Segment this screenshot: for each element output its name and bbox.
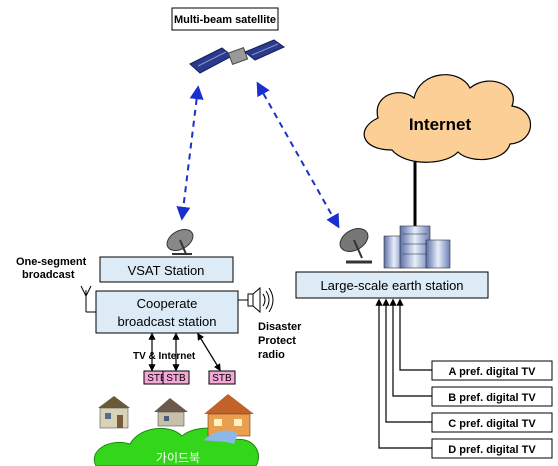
cloud-text: 가이드북 [156, 451, 200, 465]
pref-tv-box-c: C pref. digital TV [431, 412, 553, 433]
stb-box-2: STB [162, 370, 190, 385]
stb-label: STB [212, 373, 232, 384]
speaker-icon [238, 286, 274, 314]
satellite-icon [189, 39, 286, 74]
house-icon-1 [98, 396, 130, 429]
cooperate-label-line2: broadcast station [117, 314, 216, 329]
tv-internet-label: TV & Internet [133, 351, 196, 362]
bird-icon [204, 430, 238, 444]
one-segment-label-line1: One-segment [16, 256, 87, 268]
stb-label: STB [166, 373, 186, 384]
pref-connectors [375, 298, 432, 449]
internet-cloud: Internet [363, 74, 532, 163]
pref-tv-label: A pref. digital TV [449, 366, 537, 378]
arrow-stb-3 [197, 332, 221, 372]
stb-box-3: STB [208, 370, 236, 385]
satellite-label-box: Multi-beam satellite [171, 7, 279, 31]
pref-tv-box-b: B pref. digital TV [431, 386, 553, 407]
one-segment-antenna-icon [80, 285, 96, 313]
vsat-station-box: VSAT Station [99, 256, 234, 283]
earth-station-label: Large-scale earth station [320, 278, 463, 293]
earth-station-box: Large-scale earth station [295, 271, 489, 299]
internet-label: Internet [409, 115, 472, 134]
disaster-label-line2: Protect [258, 335, 296, 347]
satellite-vsat-link [176, 85, 204, 221]
pref-tv-box-d: D pref. digital TV [431, 438, 553, 459]
earth-station-building-icon [383, 225, 451, 269]
pref-tv-box-a: A pref. digital TV [431, 360, 553, 381]
house-icon-2 [154, 398, 188, 427]
one-segment-label-line2: broadcast [22, 269, 75, 281]
vsat-dish-icon [160, 222, 198, 256]
pref-tv-label: C pref. digital TV [448, 418, 536, 430]
disaster-label-line3: radio [258, 349, 285, 361]
satellite-earth-link [256, 81, 340, 229]
stb-label: STB [147, 373, 167, 384]
disaster-label-line1: Disaster [258, 321, 302, 333]
pref-tv-label: B pref. digital TV [448, 392, 536, 404]
house-icon-3 [204, 394, 254, 437]
vsat-label: VSAT Station [128, 263, 205, 278]
cooperate-station-box: Cooperate broadcast station [95, 290, 239, 334]
satellite-label: Multi-beam satellite [174, 14, 276, 26]
cooperate-label-line1: Cooperate [137, 296, 198, 311]
earth-station-dish-icon [339, 228, 372, 264]
pref-tv-label: D pref. digital TV [448, 444, 536, 456]
